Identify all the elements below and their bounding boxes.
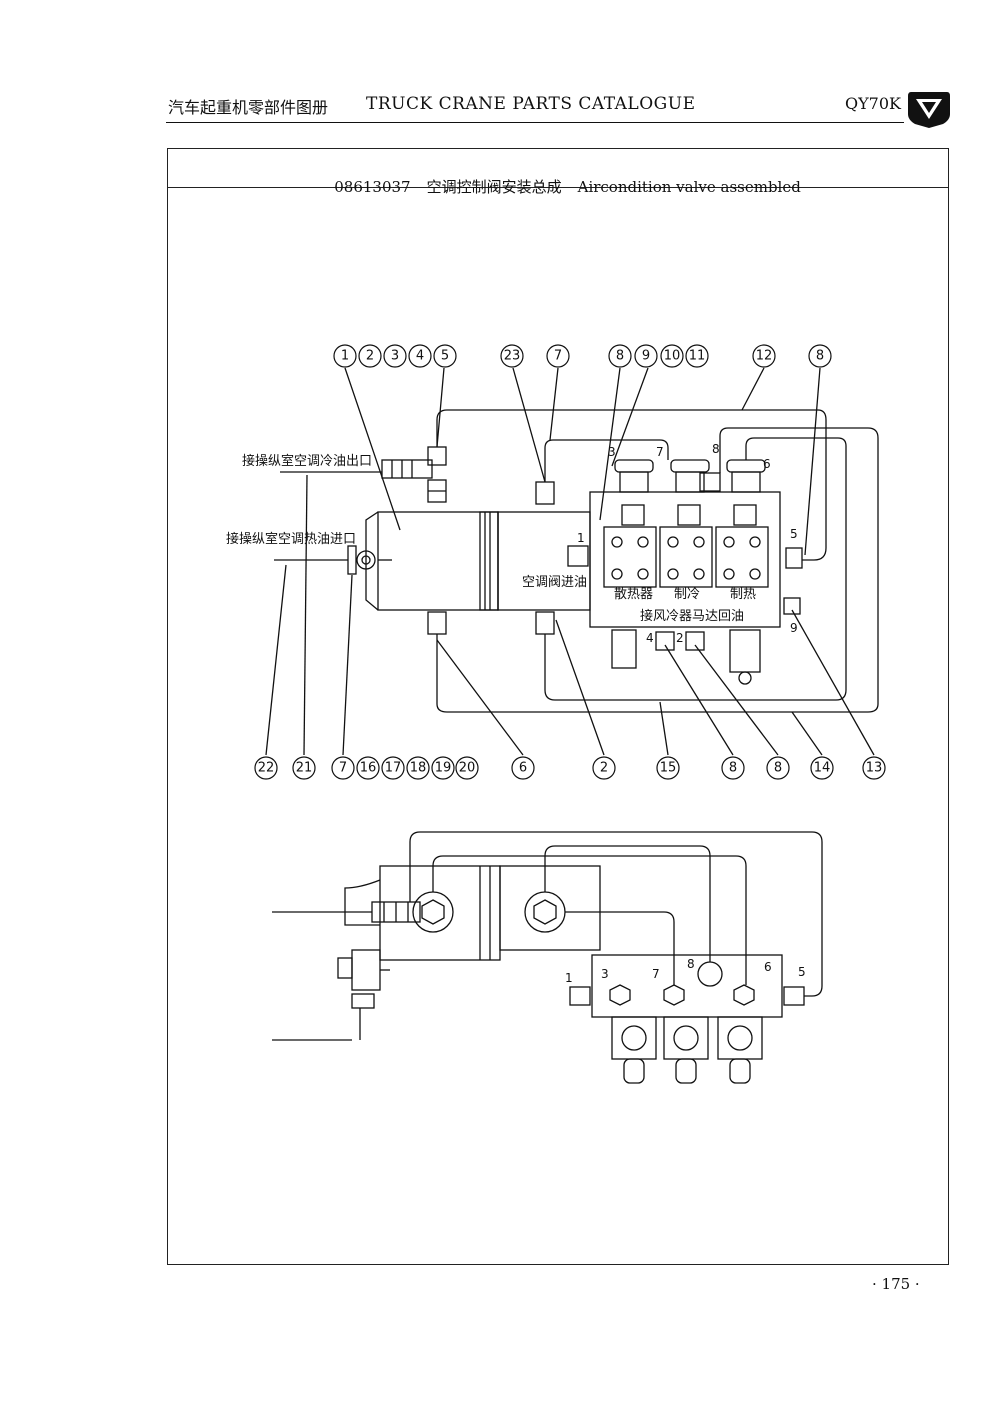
lower-port-8: 8 — [687, 957, 695, 971]
callout-7b: 7 — [339, 761, 347, 776]
callout-8b: 8 — [816, 349, 824, 364]
label-radiator: 散热器 — [614, 587, 653, 602]
port-2: 2 — [676, 631, 684, 645]
label-valve-inlet: 空调阀进油 — [522, 575, 587, 590]
label-cooling: 制冷 — [674, 587, 700, 602]
hose-7 — [544, 439, 669, 482]
callout-4: 4 — [416, 349, 424, 364]
port-7: 7 — [656, 445, 664, 459]
callout-21: 21 — [296, 761, 313, 776]
callout-9: 9 — [642, 349, 650, 364]
callout-16: 16 — [360, 761, 377, 776]
callout-23: 23 — [504, 349, 521, 364]
callout-10: 10 — [664, 349, 681, 364]
callout-5: 5 — [441, 349, 449, 364]
callout-12: 12 — [756, 349, 773, 364]
callout-7: 7 — [554, 349, 562, 364]
page-number: · 175 · — [872, 1275, 920, 1293]
assembly-name-cn: 空调控制阀安装总成 — [426, 178, 562, 196]
callout-18: 18 — [410, 761, 427, 776]
label-motor-return: 接风冷器马达回油 — [640, 608, 744, 624]
catalogue-title-cn: 汽车起重机零部件图册 — [168, 98, 329, 117]
drawing-frame — [167, 148, 949, 1265]
callout-11: 11 — [689, 349, 706, 364]
assembly-title-row: 08613037 空调控制阀安装总成 Aircondition valve asse… — [167, 148, 949, 196]
port-6: 6 — [763, 457, 771, 471]
callout-14: 14 — [814, 761, 831, 776]
callout-1: 1 — [341, 349, 349, 364]
callout-2: 2 — [366, 349, 374, 364]
callout-15: 15 — [660, 761, 677, 776]
lower-port-7: 7 — [652, 967, 660, 981]
part-number: 08613037 — [334, 178, 411, 196]
hose-14 — [436, 427, 879, 713]
lower-port-3: 3 — [601, 967, 609, 981]
callout-13: 13 — [866, 761, 883, 776]
port-5: 5 — [790, 527, 798, 541]
port-9: 9 — [790, 621, 798, 635]
port-8: 8 — [712, 442, 720, 456]
label-heating-inlet: 接操纵室空调热油进口 — [226, 531, 356, 547]
lower-port-5: 5 — [798, 965, 806, 979]
motor-body-lower — [379, 865, 501, 961]
control-valve-bank — [589, 491, 781, 628]
callout-2b: 2 — [600, 761, 608, 776]
valve-inlet-block — [497, 511, 591, 611]
assembly-name-en: Aircondition valve assembled — [577, 178, 801, 196]
header-rule — [166, 122, 904, 123]
callout-8: 8 — [616, 349, 624, 364]
model-number: QY70K — [845, 94, 901, 113]
port-1: 1 — [577, 531, 585, 545]
xcmg-shield-icon — [908, 92, 950, 128]
port-3: 3 — [608, 445, 616, 459]
callout-20: 20 — [459, 761, 476, 776]
hose-15 — [544, 437, 847, 701]
callout-8c: 8 — [729, 761, 737, 776]
callout-3: 3 — [391, 349, 399, 364]
hose-12 — [436, 409, 827, 561]
label-cooling-outlet: 接操纵室空调冷油出口 — [242, 453, 372, 469]
lower-port-1: 1 — [565, 971, 573, 985]
callout-19: 19 — [435, 761, 452, 776]
callout-6: 6 — [519, 761, 527, 776]
port-4: 4 — [646, 631, 654, 645]
callout-8d: 8 — [774, 761, 782, 776]
lower-port-6: 6 — [764, 960, 772, 974]
callout-17: 17 — [385, 761, 402, 776]
callout-22: 22 — [258, 761, 275, 776]
label-heating: 制热 — [730, 587, 756, 602]
catalogue-title-en: TRUCK CRANE PARTS CATALOGUE — [366, 94, 696, 114]
